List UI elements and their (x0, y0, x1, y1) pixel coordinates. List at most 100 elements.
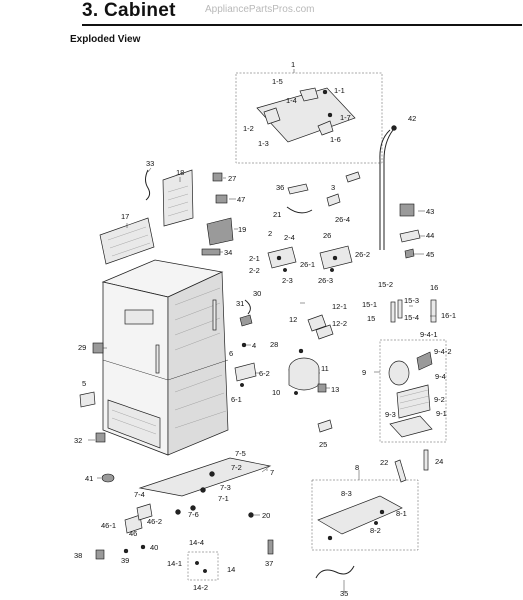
callout: 9-2 (434, 395, 445, 404)
part-1-5 (299, 87, 319, 102)
callout: 6 (229, 349, 233, 358)
callout: 15-1 (362, 300, 377, 309)
callout: 10 (272, 388, 280, 397)
part-2-housing (267, 246, 297, 269)
part-17-panel (99, 217, 155, 265)
part-42-tube (379, 129, 391, 250)
callout: 15 (367, 314, 375, 323)
callout: 11 (321, 364, 329, 373)
title-rule (82, 24, 522, 26)
callout: 14-1 (167, 559, 182, 568)
callout: 2-4 (284, 233, 295, 242)
callout: 1-4 (286, 96, 297, 105)
callout: 14-2 (193, 583, 208, 592)
callout: 7-2 (231, 463, 242, 472)
part-10 (294, 391, 299, 396)
part-2-dot (276, 255, 282, 261)
assembly-14-box (187, 551, 219, 581)
callout: 46-2 (147, 517, 162, 526)
callout: 9-4 (435, 372, 446, 381)
part-42-end (391, 125, 397, 131)
leader-line (147, 167, 152, 173)
assembly-8-box (311, 479, 419, 551)
callout: 9-4-1 (420, 330, 438, 339)
callout: 1-3 (258, 139, 269, 148)
callout: 4 (252, 341, 256, 350)
callout: 26-1 (300, 260, 315, 269)
callout: 3 (331, 183, 335, 192)
callout: 40 (150, 543, 158, 552)
callout: 35 (340, 589, 348, 598)
callout: 12-1 (332, 302, 347, 311)
callout: 8-3 (341, 489, 352, 498)
callout: 33 (146, 159, 154, 168)
part-8-2 (374, 521, 379, 526)
callout: 29 (78, 343, 86, 352)
part-7-3 (200, 487, 206, 493)
part-41 (101, 473, 115, 483)
callout: 45 (426, 250, 434, 259)
callout: 9-1 (436, 409, 447, 418)
callout: 38 (74, 551, 82, 560)
callout: 12-2 (332, 319, 347, 328)
callout: 9-3 (385, 410, 396, 419)
part-47 (215, 194, 228, 204)
part-8-screw (327, 535, 333, 541)
callout: 39 (121, 556, 129, 565)
callout: 19 (238, 225, 246, 234)
callout: 41 (85, 474, 93, 483)
callout: 12 (289, 315, 297, 324)
part-26-dot (332, 255, 338, 261)
callout: 1-7 (340, 113, 351, 122)
part-39 (123, 548, 129, 554)
part-26-3 (330, 268, 335, 273)
part-36-b (345, 171, 361, 183)
part-1-7 (327, 112, 333, 118)
part-33-wire (145, 169, 151, 201)
callout: 13 (331, 385, 339, 394)
callout: 5 (82, 379, 86, 388)
callout: 7-3 (220, 483, 231, 492)
cabinet-base-compartment (107, 399, 161, 449)
part-40 (140, 544, 146, 550)
part-46-2 (136, 503, 153, 521)
part-7-6b (190, 505, 196, 511)
part-38 (95, 549, 105, 560)
assembly-1-box (235, 72, 383, 164)
part-1-2 (263, 107, 281, 125)
callout: 15-4 (404, 313, 419, 322)
part-46-1 (124, 514, 143, 534)
part-5 (79, 391, 96, 408)
part-27 (212, 172, 223, 182)
callout: 30 (253, 289, 261, 298)
part-43 (399, 203, 415, 217)
section-title: 3. Cabinet (82, 0, 176, 21)
callout: 8-1 (396, 509, 407, 518)
callout: 2-3 (282, 276, 293, 285)
callout: 2-2 (249, 266, 260, 275)
callout: 9-4-2 (434, 347, 452, 356)
callout: 6-1 (231, 395, 242, 404)
part-45 (404, 248, 415, 259)
cabinet-base-grille (111, 409, 157, 435)
part-14-2 (202, 569, 207, 574)
callout: 16-1 (441, 311, 456, 320)
callout: 8-2 (370, 526, 381, 535)
part-37 (267, 539, 274, 555)
callout: 7 (270, 468, 274, 477)
callout: 28 (270, 340, 278, 349)
callout: 2-1 (249, 254, 260, 263)
callout: 2 (268, 229, 272, 238)
callout: 26-2 (355, 250, 370, 259)
part-14-1 (194, 561, 199, 566)
part-19 (206, 217, 234, 246)
callout: 46-1 (101, 521, 116, 530)
callout: 46 (129, 529, 137, 538)
callout: 14-4 (189, 538, 204, 547)
callout: 25 (319, 440, 327, 449)
callout: 1-2 (243, 124, 254, 133)
callout: 20 (262, 511, 270, 520)
part-12-1 (307, 314, 327, 332)
